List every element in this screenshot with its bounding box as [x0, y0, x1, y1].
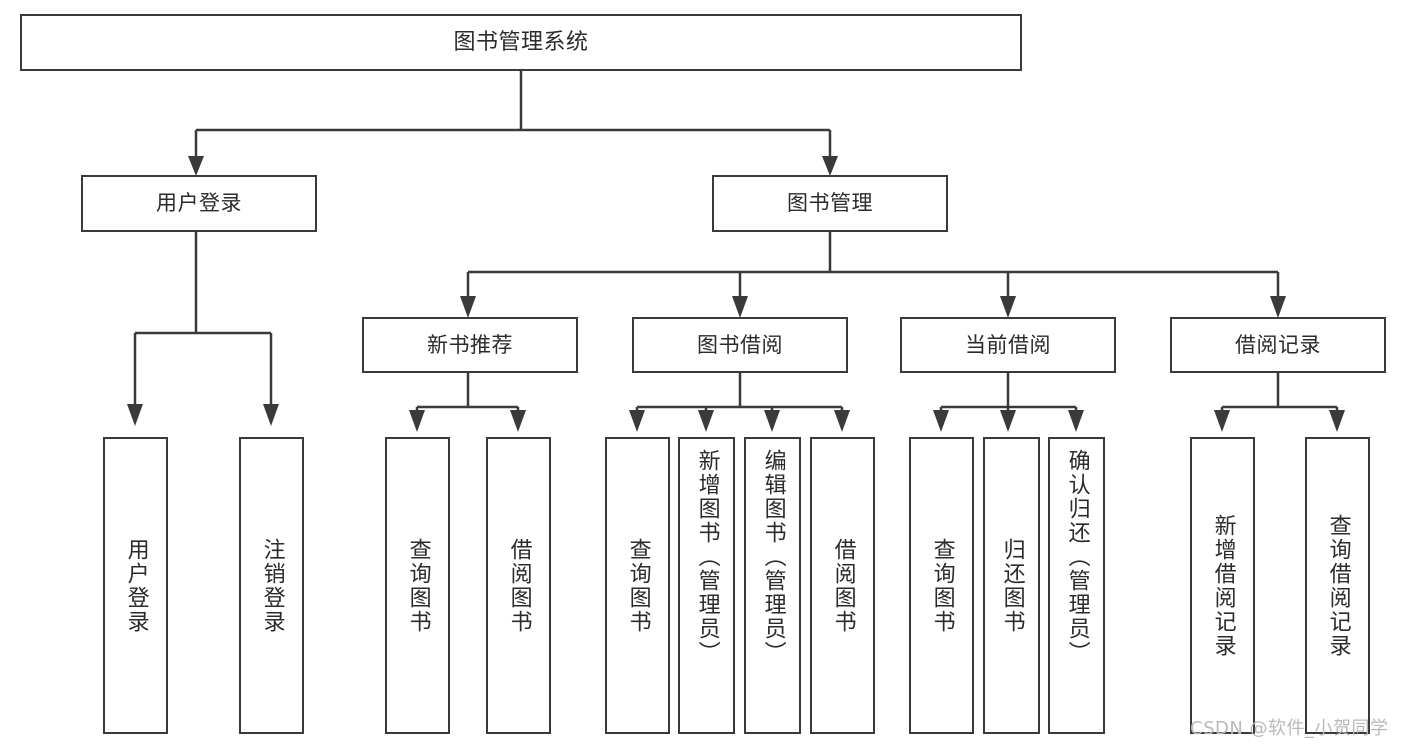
node-book-borrow[interactable]: 图书借阅	[632, 317, 848, 373]
leaf-new-book-borrow[interactable]: 借阅图书	[486, 437, 551, 734]
leaf-borrow-add-book-label: 新增图书（管理员）	[694, 449, 720, 665]
leaf-user-login-signin[interactable]: 用户登录	[103, 437, 168, 734]
node-current-borrow-label: 当前借阅	[965, 332, 1051, 357]
leaf-current-return-book-label: 归还图书	[999, 537, 1025, 634]
leaf-borrow-borrow-book[interactable]: 借阅图书	[810, 437, 875, 734]
leaf-user-login-signout-label: 注销登录	[259, 537, 285, 634]
leaf-record-query[interactable]: 查询借阅记录	[1305, 437, 1370, 734]
node-book-management[interactable]: 图书管理	[712, 175, 948, 232]
leaf-borrow-query-book[interactable]: 查询图书	[605, 437, 670, 734]
node-new-book-recommend[interactable]: 新书推荐	[362, 317, 578, 373]
leaf-borrow-edit-book[interactable]: 编辑图书（管理员）	[744, 437, 801, 734]
leaf-borrow-add-book[interactable]: 新增图书（管理员）	[678, 437, 735, 734]
leaf-new-book-borrow-label: 借阅图书	[506, 537, 532, 634]
leaf-current-confirm-return-label: 确认归还（管理员）	[1064, 449, 1090, 665]
leaf-user-login-signout[interactable]: 注销登录	[239, 437, 304, 734]
leaf-borrow-borrow-book-label: 借阅图书	[830, 537, 856, 634]
node-root[interactable]: 图书管理系统	[20, 14, 1022, 71]
leaf-borrow-query-book-label: 查询图书	[625, 537, 651, 634]
node-root-label: 图书管理系统	[453, 29, 589, 55]
node-borrow-record-label: 借阅记录	[1235, 332, 1321, 357]
node-current-borrow[interactable]: 当前借阅	[900, 317, 1116, 373]
leaf-current-query-book[interactable]: 查询图书	[909, 437, 974, 734]
csdn-watermark: CSDN @软件_小贺同学	[1190, 718, 1389, 739]
leaf-borrow-edit-book-label: 编辑图书（管理员）	[760, 449, 786, 665]
leaf-record-add-label: 新增借阅记录	[1210, 513, 1236, 658]
leaf-new-book-query-label: 查询图书	[405, 537, 431, 634]
node-new-book-recommend-label: 新书推荐	[427, 332, 513, 357]
node-book-management-label: 图书管理	[787, 191, 873, 216]
leaf-current-confirm-return[interactable]: 确认归还（管理员）	[1048, 437, 1105, 734]
node-user-login-label: 用户登录	[156, 191, 242, 216]
leaf-current-return-book[interactable]: 归还图书	[983, 437, 1040, 734]
node-borrow-record[interactable]: 借阅记录	[1170, 317, 1386, 373]
leaf-record-add[interactable]: 新增借阅记录	[1190, 437, 1255, 734]
leaf-record-query-label: 查询借阅记录	[1325, 513, 1351, 658]
node-user-login[interactable]: 用户登录	[81, 175, 317, 232]
node-book-borrow-label: 图书借阅	[697, 332, 783, 357]
leaf-new-book-query[interactable]: 查询图书	[385, 437, 450, 734]
leaf-current-query-book-label: 查询图书	[929, 537, 955, 634]
leaf-user-login-signin-label: 用户登录	[123, 537, 149, 634]
